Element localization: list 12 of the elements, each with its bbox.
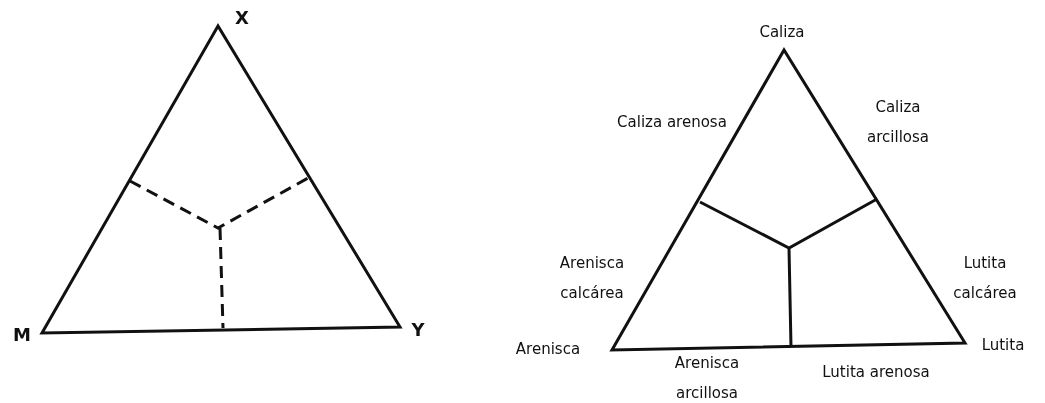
field-label: Caliza arcillosa: [866, 97, 930, 148]
field-label: Arenisca arcillosa: [673, 353, 741, 403]
vertex-label: Y: [411, 318, 425, 342]
vertex-label: Lutita: [980, 335, 1026, 356]
vertex-label: X: [235, 6, 249, 30]
field-label: Caliza arenosa: [617, 112, 727, 133]
vertex-label: Arenisca: [514, 339, 582, 360]
field-label: Lutita arenosa: [821, 362, 931, 383]
vertex-label: Caliza: [758, 22, 806, 43]
field-label: Lutita calcárea: [952, 253, 1018, 304]
vertex-label: M: [13, 323, 31, 347]
field-label: Arenisca calcárea: [558, 253, 626, 304]
